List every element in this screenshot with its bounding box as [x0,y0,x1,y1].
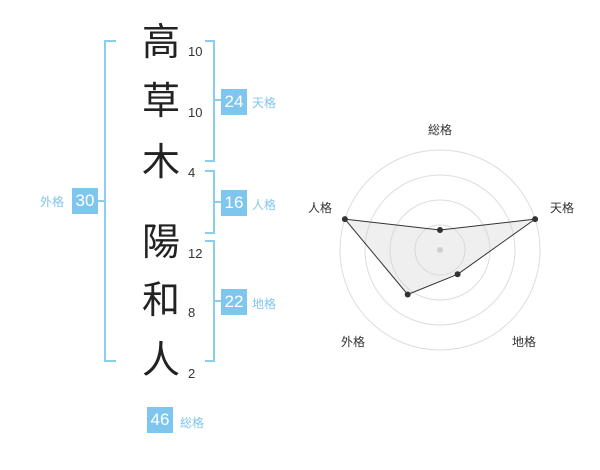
tenkaku-label: 天格 [252,96,277,110]
name-kanji-3: 木 [141,140,180,184]
jinkaku-label: 人格 [252,198,277,212]
radar-label-jinkaku: 人格 [308,200,332,215]
soukaku-badge: 46 [147,407,173,433]
radar-label-chikaku: 地格 [512,334,536,349]
name-kanji-2: 草 [141,79,180,123]
radar-chart: 総格 天格 地格 外格 人格 [308,122,574,351]
jinkaku-bracket-tick [213,201,222,203]
gaikaku-badge: 30 [72,188,98,214]
tenkaku-bracket-tick [213,99,222,101]
tenkaku-badge: 24 [221,89,247,115]
stroke-count-2: 10 [188,105,203,120]
chikaku-label: 地格 [252,297,277,311]
stroke-count-1: 10 [188,44,203,59]
radar-point [437,227,443,233]
tenkaku-bracket [205,40,215,162]
radar-label-tenkaku: 天格 [550,200,574,215]
radar-label-gaikaku: 外格 [341,334,365,349]
radar-point [454,271,461,278]
stroke-count-3: 4 [188,165,196,180]
radar-ring [414,224,466,276]
radar-label-soukaku: 総格 [428,122,452,137]
jinkaku-badge: 16 [221,190,247,216]
name-kanji-6: 人 [141,338,180,382]
gaikaku-label: 外格 [40,195,65,209]
stroke-count-6: 2 [188,366,196,381]
radar-point [404,291,411,298]
stroke-count-5: 8 [188,305,196,320]
name-kanji-4: 陽 [141,220,180,264]
radar-ring [364,174,516,326]
radar-ring [389,199,491,301]
chikaku-bracket-tick [213,300,222,302]
gaikaku-bracket-tick [98,200,106,202]
name-kanji-5: 和 [141,278,180,322]
radar-point [341,216,348,223]
radar-point [532,216,539,223]
soukaku-label: 総格 [180,416,205,430]
chikaku-badge: 22 [221,289,247,315]
name-kanji-1: 高 [141,20,180,64]
radar-ring [339,149,541,351]
radar-center-dot [437,247,443,253]
stroke-count-4: 12 [188,246,203,261]
radar-polygon [343,218,536,296]
